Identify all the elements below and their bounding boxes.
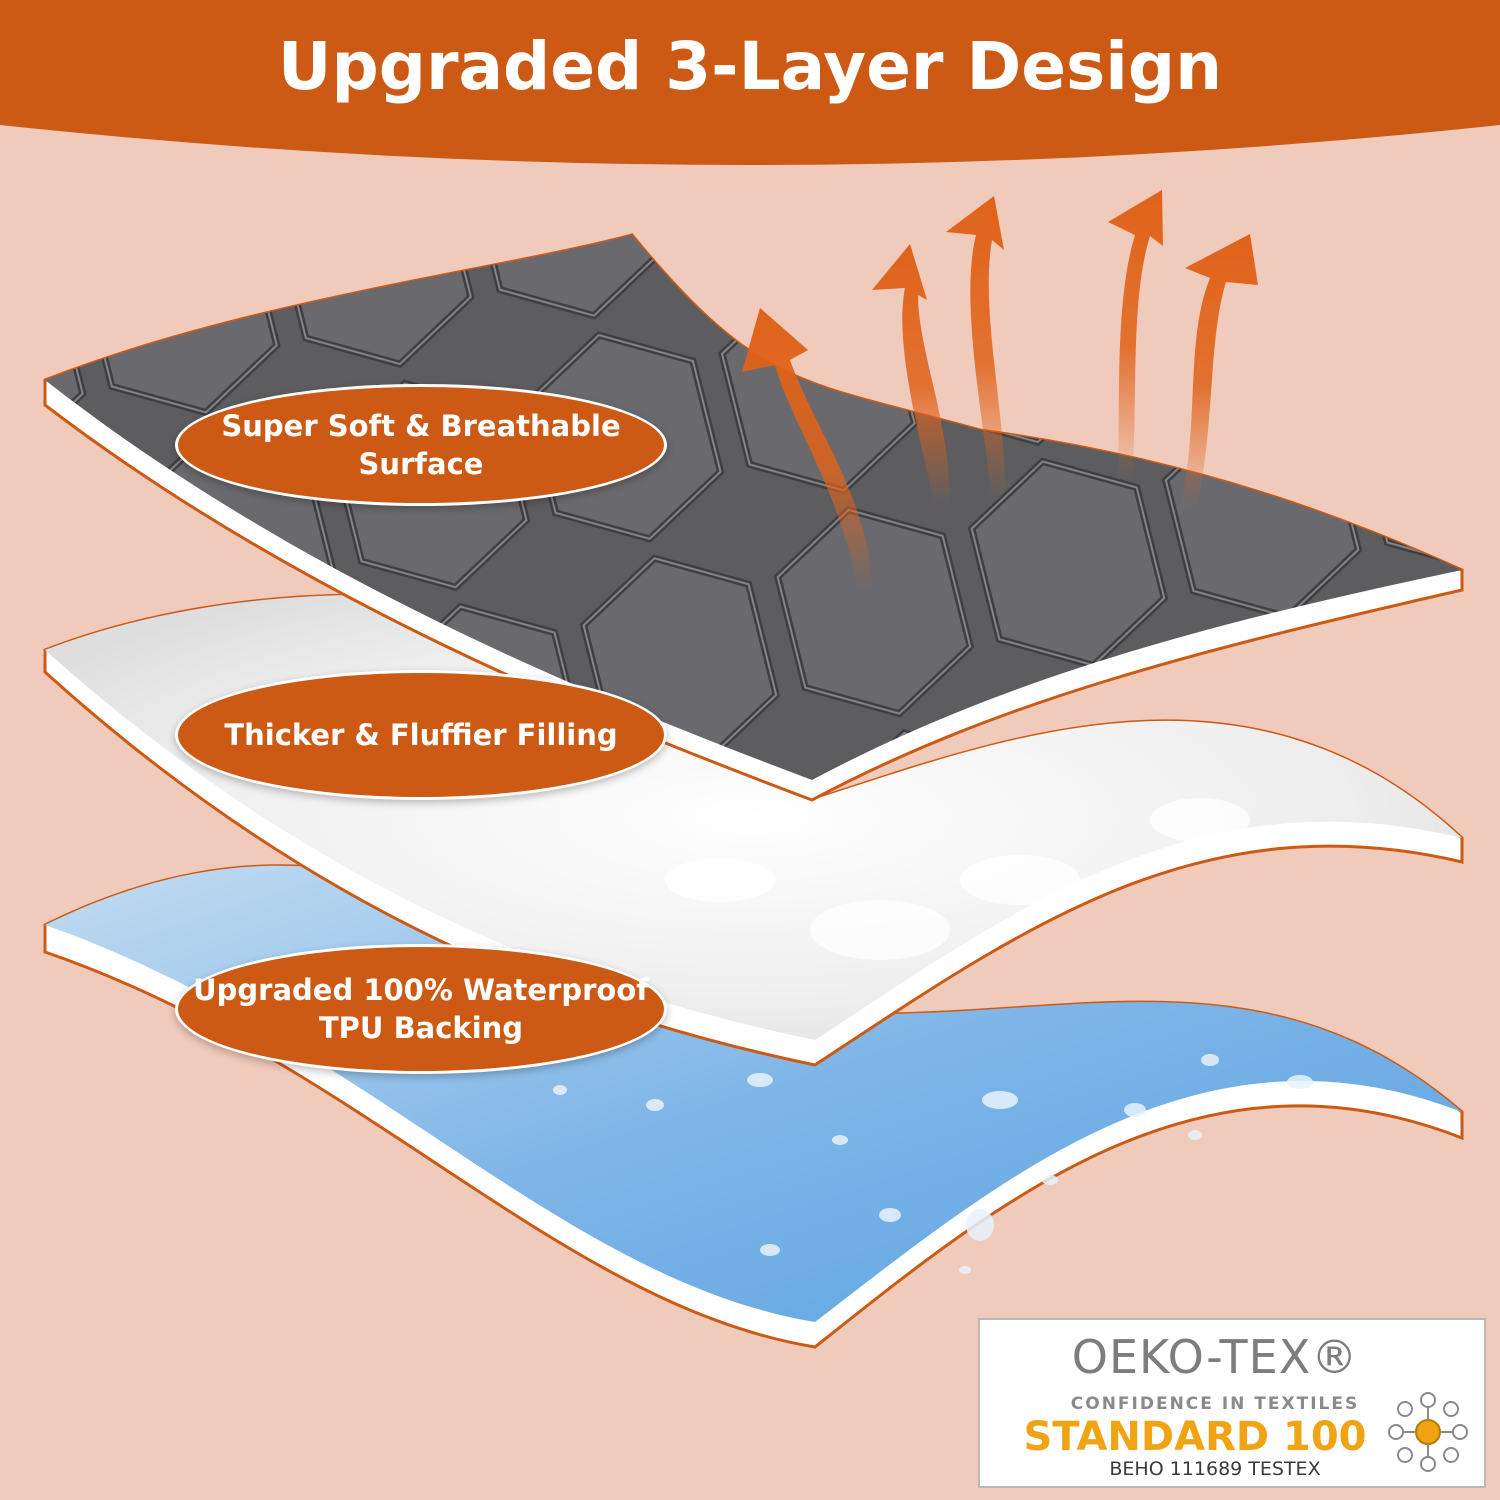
layer-label-line: Upgraded 100% Waterproof — [193, 973, 649, 1007]
header-banner — [0, 0, 1500, 165]
cert-standard: STANDARD 100 — [1023, 1414, 1367, 1460]
oeko-tex-emblem-icon — [1388, 1392, 1468, 1472]
airflow-arrow-icon — [742, 190, 1258, 590]
layer-label-surface: Super Soft & Breathable Surface — [175, 384, 667, 506]
layer-label-backing: Upgraded 100% Waterproof TPU Backing — [175, 944, 667, 1074]
cert-code: BEHO 111689 TESTEX — [1109, 1458, 1321, 1480]
layer-label-line: Thicker & Fluffier Filling — [224, 718, 618, 752]
layer-label-line: Super Soft & Breathable — [221, 409, 621, 443]
layer-label-line: Surface — [358, 447, 484, 481]
layer-label-line: TPU Backing — [318, 1011, 524, 1045]
certification-badge: OEKO-TEX® CONFIDENCE IN TEXTILES STANDAR… — [978, 1318, 1486, 1488]
layer-label-filling: Thicker & Fluffier Filling — [175, 670, 667, 800]
cert-tagline: CONFIDENCE IN TEXTILES — [1070, 1394, 1360, 1414]
cert-brand: OEKO-TEX® — [1071, 1330, 1359, 1384]
page-title: Upgraded 3-Layer Design — [277, 28, 1223, 105]
